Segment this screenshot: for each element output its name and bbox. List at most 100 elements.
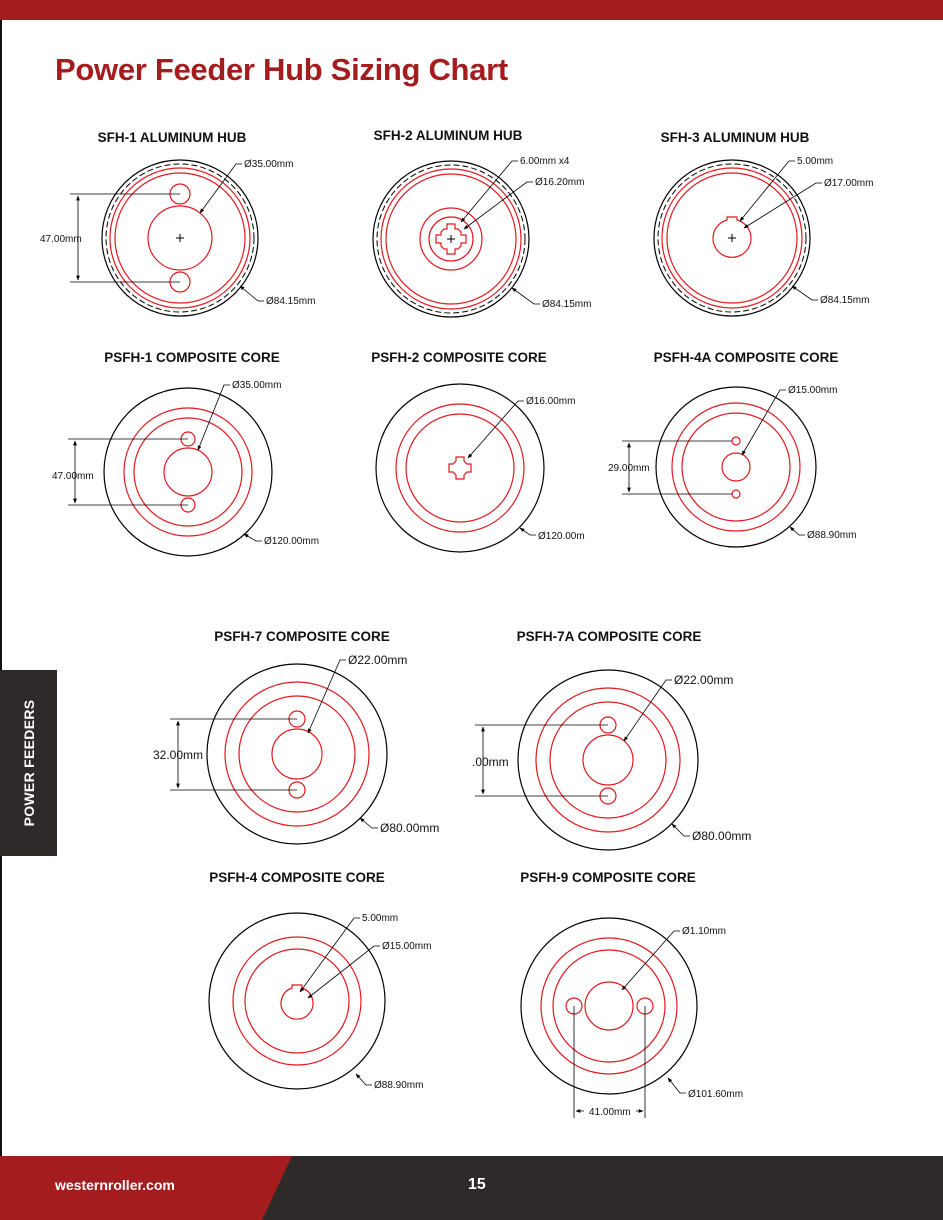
diagram-title: SFH-1 ALUMINUM HUB [98, 130, 247, 145]
outer-circle [208, 912, 386, 1090]
top-bar [0, 0, 943, 20]
pin-hole-top [731, 436, 741, 446]
diagram-psfh-7a: PSFH-7A COMPOSITE CORE .00mm Ø22.00mm Ø8… [472, 629, 751, 851]
spacing-label: 47.00mm [52, 471, 94, 482]
diagram-title: PSFH-7 COMPOSITE CORE [214, 629, 390, 644]
outer-flange-circle [101, 159, 259, 317]
bore-label: Ø22.00mm [348, 653, 407, 667]
diagram-title: PSFH-7A COMPOSITE CORE [517, 629, 702, 644]
leader-line [359, 817, 378, 829]
leader-line [671, 823, 690, 837]
diagram-title: PSFH-2 COMPOSITE CORE [371, 350, 547, 365]
leader-line [467, 400, 524, 459]
page-number: 15 [468, 1176, 486, 1193]
red-ring [535, 687, 681, 833]
diagram-psfh-7: PSFH-7 COMPOSITE CORE 32.00mm Ø22.00mm Ø… [153, 629, 439, 845]
leader-line [307, 945, 380, 999]
red-ring [681, 412, 791, 522]
diagram-title: PSFH-4 COMPOSITE CORE [209, 870, 385, 885]
hub-inner-circle [428, 216, 474, 262]
center-bore-circle [582, 734, 634, 786]
left-border-line [0, 20, 2, 1156]
diagram-title: PSFH-1 COMPOSITE CORE [104, 350, 280, 365]
pin-hole-bottom [731, 489, 741, 499]
outer-flange-circle [372, 160, 530, 318]
red-ring [549, 701, 667, 819]
outer-label: Ø80.00mm [380, 821, 439, 835]
leader-line [299, 917, 360, 993]
bore-label: Ø35.00mm [244, 159, 293, 170]
outer-circle [103, 387, 273, 557]
red-ring [380, 168, 522, 310]
diagram-psfh-4a: PSFH-4A COMPOSITE CORE 29.00mm Ø15.00mm … [608, 350, 856, 548]
outer-label: Ø120.00mm [264, 536, 319, 547]
outer-circle [655, 386, 817, 548]
red-ring [671, 402, 801, 532]
leader-line [307, 659, 346, 734]
key-label: 5.00mm [362, 913, 398, 924]
outer-label: Ø84.15mm [542, 299, 591, 310]
leader-line [511, 287, 540, 305]
red-ring [224, 681, 370, 827]
center-bore-circle [147, 205, 213, 271]
red-ring [114, 172, 246, 304]
leader-line [519, 527, 536, 536]
outer-label: Ø84.15mm [266, 296, 315, 307]
center-mark [176, 234, 184, 242]
outer-label: Ø80.00mm [692, 829, 751, 843]
leader-line [667, 1077, 686, 1094]
outer-label: Ø120.00m [538, 531, 585, 542]
hub-diagrams: SFH-1 ALUMINUM HUB 47.00mm Ø35.00mm Ø84.… [40, 128, 873, 1118]
bore-label: Ø15.00mm [788, 385, 837, 396]
outer-label: Ø88.90mm [807, 530, 856, 541]
bore-label: Ø35.00mm [232, 380, 281, 391]
leader-line [197, 384, 230, 451]
leader-line [243, 533, 262, 542]
red-ring [133, 417, 243, 527]
key-label: 5.00mm [797, 156, 833, 167]
spacing-label: 41.00mm [589, 1107, 631, 1118]
outer-circle [520, 917, 698, 1095]
outer-flange-circle [653, 159, 811, 317]
bore-label: Ø22.00mm [674, 673, 733, 687]
diagram-title: SFH-3 ALUMINUM HUB [661, 130, 810, 145]
side-tab-label: POWER FEEDERS [20, 699, 37, 827]
leader-line [789, 526, 805, 536]
center-mark [728, 234, 736, 242]
bore-label: Ø15.00mm [382, 941, 431, 952]
red-ring [405, 413, 515, 523]
leader-line [739, 160, 795, 222]
outer-label: Ø101.60mm [688, 1089, 743, 1100]
diagram-sfh-1: SFH-1 ALUMINUM HUB 47.00mm Ø35.00mm Ø84.… [40, 130, 315, 317]
diagram-psfh-4: PSFH-4 COMPOSITE CORE 5.00mm Ø15.00mm Ø8… [208, 870, 431, 1091]
footer-website-link[interactable]: westernroller.com [55, 1177, 175, 1193]
red-ring [244, 948, 350, 1054]
diagram-sfh-3: SFH-3 ALUMINUM HUB 5.00mm Ø17.00mm Ø84.1… [653, 130, 873, 317]
outer-label: Ø88.90mm [374, 1080, 423, 1091]
center-mark [447, 235, 455, 243]
red-ring [661, 167, 803, 309]
keyed-bore [448, 456, 472, 480]
leader-line [460, 160, 518, 223]
outer-flange-dashed-circle [105, 163, 255, 313]
spacing-label: 47.00mm [40, 234, 82, 245]
spacing-label: 29.00mm [608, 463, 650, 474]
diagram-sfh-2: SFH-2 ALUMINUM HUB 6.00mm x4 Ø16.20mm Ø8… [372, 128, 591, 318]
leader-line [355, 1073, 372, 1086]
diagram-psfh-1: PSFH-1 COMPOSITE CORE 47.00mm Ø35.00mm Ø… [52, 350, 319, 557]
red-ring [123, 407, 253, 537]
center-bore-circle [163, 447, 213, 497]
outer-circle [375, 383, 545, 553]
outer-circle [206, 663, 388, 845]
red-ring [540, 937, 678, 1075]
keyed-bore [712, 216, 752, 258]
spacing-label: 32.00mm [153, 748, 203, 762]
bore-label: Ø16.20mm [535, 177, 584, 188]
leader-line [743, 182, 822, 229]
outer-flange-dashed-circle [657, 163, 807, 313]
center-bore-circle [584, 981, 634, 1031]
keyed-bore [435, 223, 467, 255]
diagram-title: SFH-2 ALUMINUM HUB [374, 128, 523, 143]
diagram-title: PSFH-4A COMPOSITE CORE [654, 350, 839, 365]
outer-flange-dashed-circle [376, 164, 526, 314]
